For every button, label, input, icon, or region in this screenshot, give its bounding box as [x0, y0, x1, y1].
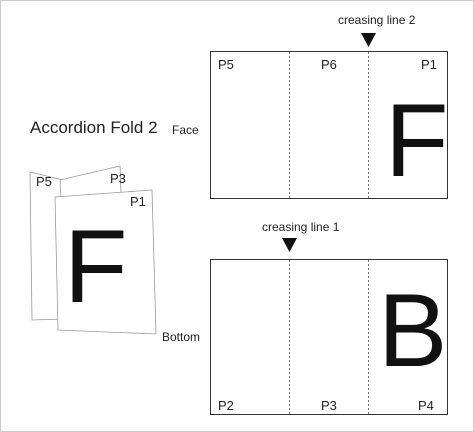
bottom-sheet: Bottom P2 P3 P4 B creasing line 1 [162, 220, 448, 415]
bottom-label-p4: P4 [418, 398, 434, 413]
bottom-label: Bottom [162, 330, 200, 344]
creasing-line-2-arrow-icon [361, 33, 376, 47]
folded-label-p1: P1 [130, 194, 146, 209]
folded-label-p3: P3 [110, 171, 126, 186]
face-label-p1: P1 [421, 57, 437, 72]
diagram-title: Accordion Fold 2 [30, 118, 158, 137]
bottom-rect [210, 259, 448, 415]
folded-front-panel [54, 189, 157, 335]
bottom-label-p2: P2 [218, 398, 234, 413]
folded-sheet: P5 P3 P1 F [29, 165, 157, 335]
face-label: Face [172, 123, 199, 137]
face-sheet: Face P5 P6 P1 F creasing line 2 [172, 13, 449, 199]
face-big-letter: F [385, 83, 449, 199]
folded-big-letter: F [64, 209, 128, 325]
face-label-p6: P6 [321, 57, 337, 72]
creasing-line-1-arrow-icon [282, 238, 297, 252]
face-label-p5: P5 [218, 57, 234, 72]
face-rect [210, 51, 448, 199]
folded-label-p5: P5 [36, 174, 52, 189]
bottom-big-letter: B [378, 273, 447, 389]
bottom-label-p3: P3 [321, 398, 337, 413]
creasing-line-2-label: creasing line 2 [338, 13, 416, 27]
creasing-line-1-label: creasing line 1 [262, 220, 340, 234]
